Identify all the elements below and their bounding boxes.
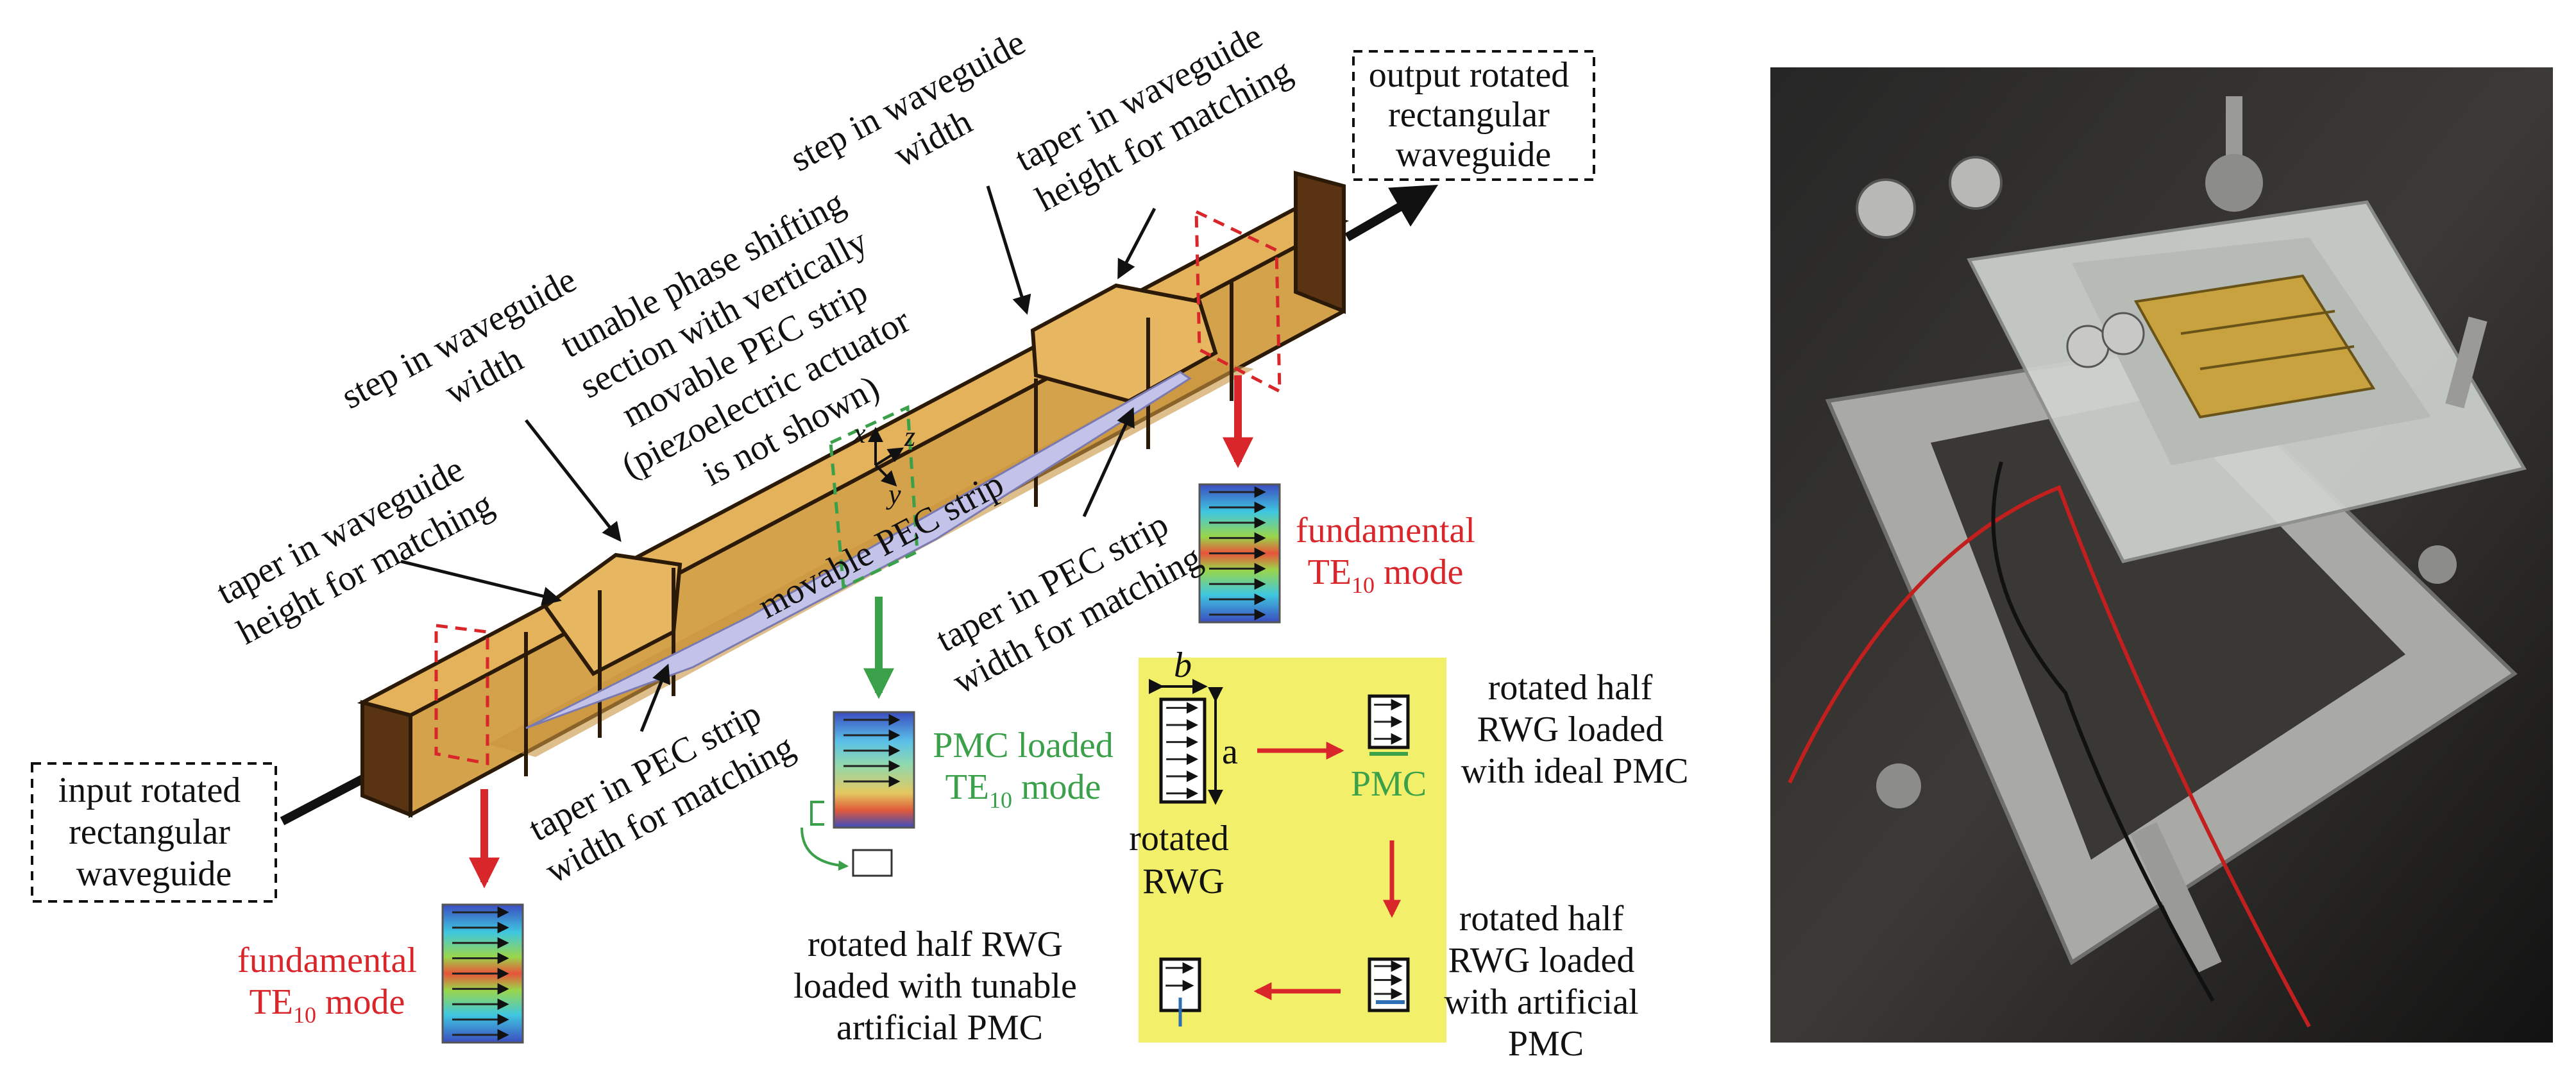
half-artificial-label: rotated half RWG loaded with artificial … — [1444, 899, 1647, 1062]
half-tunable-label: rotated half RWG loaded with tunable art… — [793, 924, 1086, 1048]
output-label: output rotated rectangular waveguide — [1369, 55, 1579, 175]
pmc-loaded-label: PMC loaded — [933, 726, 1114, 765]
leader-taper-left — [400, 559, 562, 606]
dim-a-label: a — [1222, 732, 1238, 772]
right-step-bump — [1030, 283, 1218, 404]
mode-plot-pmc — [833, 711, 915, 829]
pmc-te10-label: TE10 mode — [945, 767, 1101, 813]
te10-right-label: TE10 mode — [1308, 552, 1464, 598]
input-label: input rotated rectangular waveguide — [58, 771, 250, 894]
pmc-sketch-bracket — [810, 801, 824, 826]
fundamental-right-label: fundamental — [1296, 511, 1475, 550]
output-arrow — [1344, 185, 1439, 242]
leader-pec-right — [1082, 407, 1135, 518]
axis-x-label: x — [852, 418, 866, 449]
fundamental-left-label: fundamental — [237, 941, 417, 980]
inset-field-arrows — [1165, 699, 1403, 1000]
dim-b-label: b — [1174, 645, 1192, 685]
movable-pec-strip — [525, 371, 1192, 729]
taper-height-right-label: taper in waveguide height for matching — [1008, 12, 1298, 219]
leader-taper-right — [1117, 207, 1157, 280]
field-arrows — [452, 486, 1266, 1041]
pmc-sketch-curve — [801, 827, 849, 871]
output-label-box — [1352, 50, 1595, 181]
te10-left-label: TE10 mode — [250, 982, 405, 1028]
output-port-plane — [1194, 209, 1282, 395]
axis-z-label: z — [904, 421, 915, 452]
leader-step-left — [525, 419, 622, 542]
leader-step-right — [986, 185, 1031, 315]
rotated-rwg-label: rotated RWG — [1129, 819, 1237, 901]
input-port-plane — [434, 624, 489, 766]
half-ideal-label: rotated half RWG loaded with ideal PMC — [1461, 668, 1689, 791]
axis-y-label: y — [886, 479, 901, 510]
input-label-box — [31, 762, 277, 903]
output-end-face — [1294, 171, 1346, 314]
input-end-face — [360, 700, 412, 818]
leader-pec-left — [640, 663, 671, 732]
taper-height-left-label: taper in waveguide height for matching — [210, 445, 500, 652]
waveguide-structure: x z y movable PEC strip — [280, 171, 1439, 826]
axis-y-line — [874, 464, 897, 487]
inset-rwg-full — [1148, 679, 1223, 805]
device-photo — [1770, 67, 2553, 1043]
leader-lines — [400, 185, 1157, 732]
pmc-sketch-box — [852, 849, 893, 877]
pmc-short-label: PMC — [1351, 764, 1427, 804]
axis-z-line — [874, 447, 904, 466]
left-taper-bump — [542, 552, 682, 676]
